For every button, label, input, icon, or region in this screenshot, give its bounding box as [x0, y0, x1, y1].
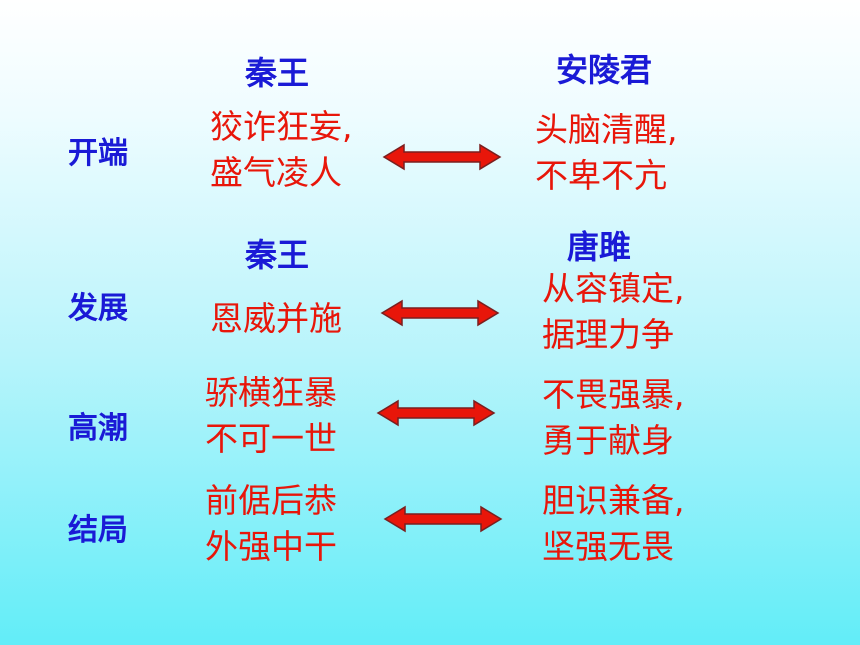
- left-character-name-1: 秦王: [245, 54, 310, 92]
- left-trait-1: 狡诈狂妄, 盛气凌人: [210, 104, 353, 196]
- left-trait-3: 骄横狂暴 不可一世: [205, 370, 337, 462]
- left-trait-3-line-2: 不可一世: [205, 419, 337, 458]
- right-trait-3: 不畏强暴, 勇于献身: [542, 372, 685, 464]
- left-trait-4: 前倨后恭 外强中干: [205, 478, 337, 570]
- right-trait-4-line-1: 胆识兼备,: [542, 481, 685, 520]
- double-arrow-icon: [376, 399, 496, 427]
- right-character-name-2: 唐雎: [567, 228, 632, 266]
- right-trait-2-line-2: 据理力争: [542, 315, 674, 354]
- left-trait-2: 恩威并施: [210, 296, 342, 342]
- left-trait-1-line-2: 盛气凌人: [210, 153, 342, 192]
- right-trait-4: 胆识兼备, 坚强无畏: [542, 478, 685, 570]
- stage-label-ending: 结局: [68, 513, 128, 548]
- stage-label-climax: 高潮: [68, 411, 128, 446]
- left-trait-3-line-1: 骄横狂暴: [205, 373, 337, 412]
- left-trait-1-line-1: 狡诈狂妄,: [210, 107, 353, 146]
- left-trait-4-line-2: 外强中干: [205, 527, 337, 566]
- double-arrow-icon: [382, 143, 502, 171]
- right-trait-1-line-2: 不卑不亢: [535, 156, 667, 195]
- left-trait-2-line-1: 恩威并施: [210, 299, 342, 338]
- right-trait-3-line-2: 勇于献身: [542, 421, 674, 460]
- right-trait-1: 头脑清醒, 不卑不亢: [535, 107, 678, 199]
- left-trait-4-line-1: 前倨后恭: [205, 481, 337, 520]
- right-trait-3-line-1: 不畏强暴,: [542, 375, 685, 414]
- right-trait-2: 从容镇定, 据理力争: [542, 266, 685, 358]
- stage-label-opening: 开端: [68, 136, 128, 171]
- double-arrow-icon: [380, 299, 500, 327]
- right-character-name-1: 安陵君: [556, 51, 653, 89]
- right-trait-2-line-1: 从容镇定,: [542, 269, 685, 308]
- double-arrow-icon: [383, 505, 503, 533]
- right-trait-1-line-1: 头脑清醒,: [535, 110, 678, 149]
- left-character-name-2: 秦王: [245, 236, 310, 274]
- right-trait-4-line-2: 坚强无畏: [542, 527, 674, 566]
- stage-label-development: 发展: [68, 291, 128, 326]
